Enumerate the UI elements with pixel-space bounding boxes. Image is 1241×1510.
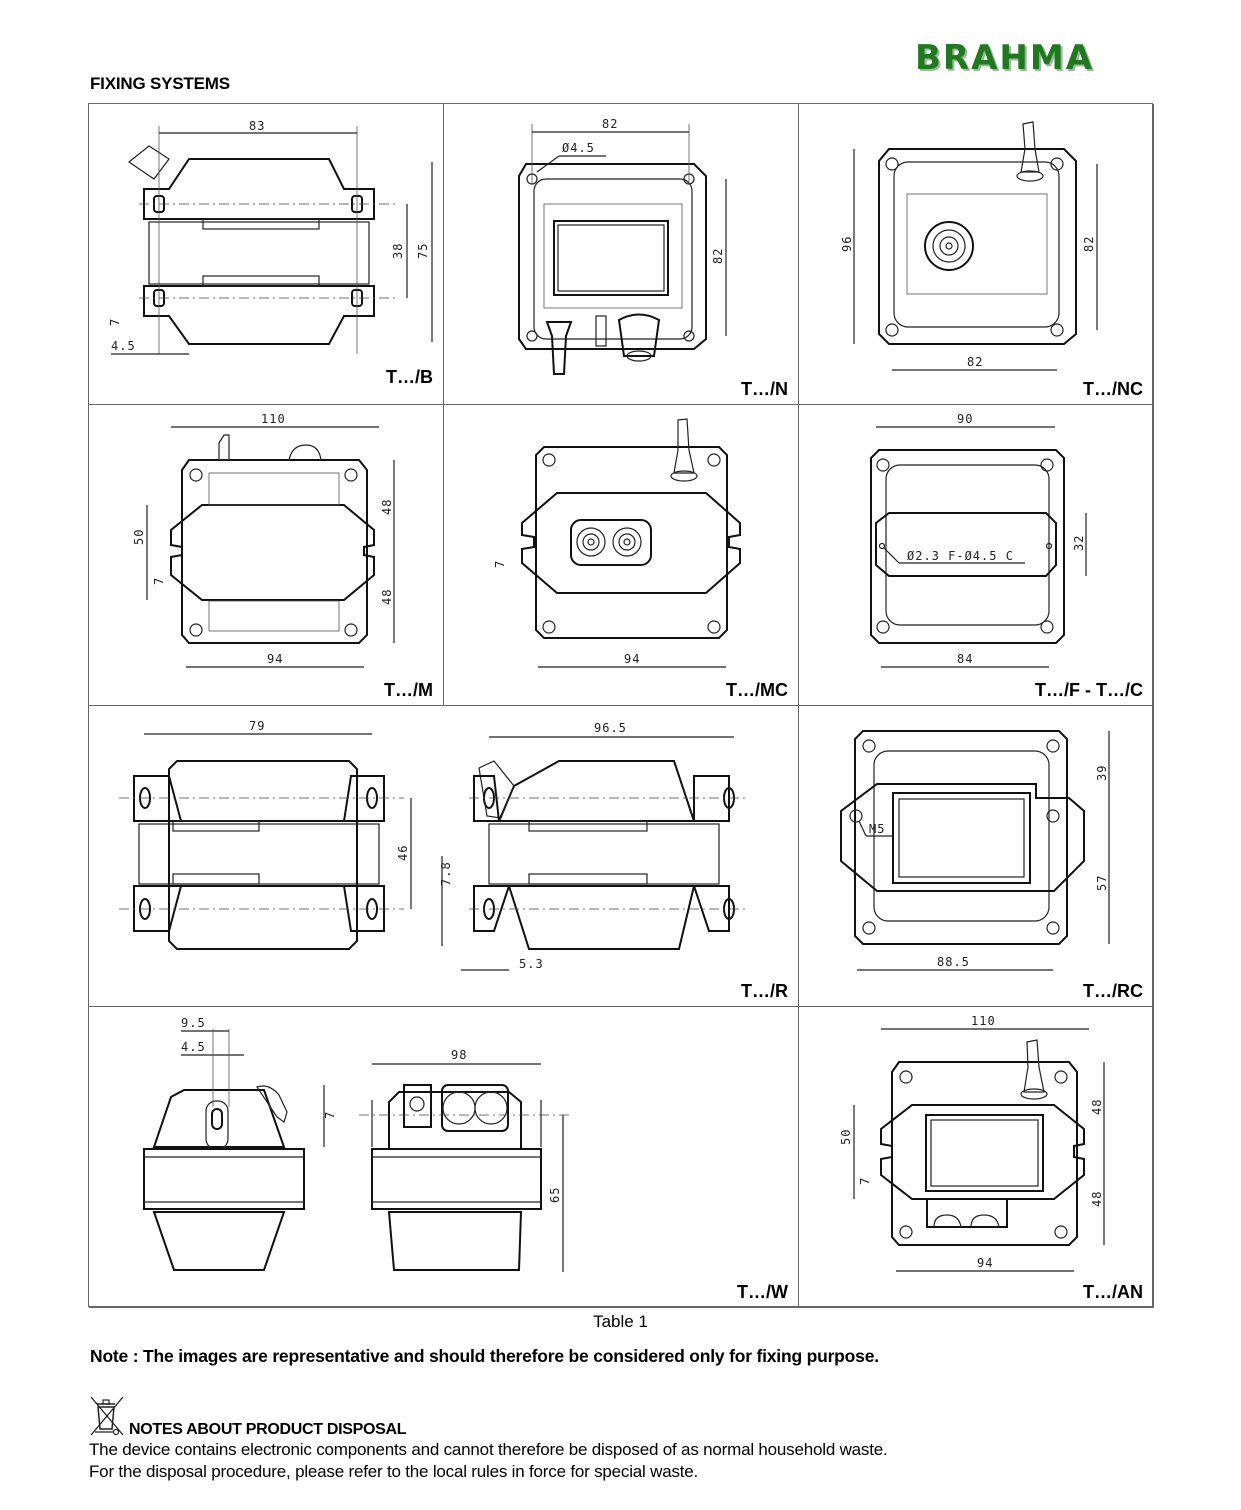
dim-slot: 7 xyxy=(858,1177,872,1185)
disposal-line-2: For the disposal procedure, please refer… xyxy=(89,1462,699,1481)
cell-t-b: 83 38 75 7 4.5 T…/B xyxy=(89,104,444,405)
dim-slot: 7 xyxy=(152,577,166,585)
cell-label: T…/AN xyxy=(1083,1282,1143,1302)
dim-width-top: 90 xyxy=(957,412,973,426)
dim-width-right: 96.5 xyxy=(594,721,627,735)
dim-height: 46 xyxy=(396,845,410,861)
cell-t-n: 82 Ø4.5 82 T…/N xyxy=(444,104,799,405)
dim-a: 9.5 xyxy=(181,1016,206,1030)
dim-center: 50 xyxy=(132,529,146,545)
drawing-t-r: 79 46 96.5 7.8 5.3 xyxy=(119,719,749,971)
dim-height: 75 xyxy=(416,243,430,259)
cell-label: T…/M xyxy=(384,680,433,700)
fixing-systems-table: 83 38 75 7 4.5 T…/B 82 xyxy=(88,103,1154,1308)
drawing-t-nc: 96 82 82 xyxy=(840,121,1098,371)
dim-width: 82 xyxy=(602,117,618,131)
dim-width-top: 110 xyxy=(971,1014,996,1028)
cell-label: T…/B xyxy=(386,367,433,387)
crossed-bin-icon xyxy=(90,1396,124,1436)
dim-lower: 57 xyxy=(1095,875,1109,891)
drawing-t-b: 83 38 75 7 4.5 xyxy=(108,119,433,355)
cell-t-nc: 96 82 82 T…/NC xyxy=(799,104,1154,405)
cell-t-rc: M5 39 57 88.5 T…/RC xyxy=(799,706,1154,1007)
cell-t-m: 110 48 48 50 7 94 T…/M xyxy=(89,405,444,706)
dim-lower: 48 xyxy=(1090,1191,1104,1207)
disposal-title: NOTES ABOUT PRODUCT DISPOSAL xyxy=(129,1421,407,1438)
dim-thread: M5 xyxy=(869,822,885,836)
brahma-logo: BRAHMA xyxy=(915,38,1095,78)
dim-width-bottom: 84 xyxy=(957,652,973,666)
dim-hole: Ø2.3 F-Ø4.5 C xyxy=(907,549,1014,563)
dim-width-left: 79 xyxy=(249,719,265,733)
drawing-t-w: 9.5 4.5 7 98 65 xyxy=(143,1016,569,1272)
note-text: Note : The images are representative and… xyxy=(90,1346,879,1366)
cell-label: T…/N xyxy=(741,379,788,399)
dim-height-inner: 82 xyxy=(1082,236,1096,252)
dim-upper: 48 xyxy=(1090,1099,1104,1115)
dim-height: 65 xyxy=(548,1187,562,1203)
dim-width: 83 xyxy=(249,119,265,133)
drawing-t-an: 110 48 48 50 7 94 xyxy=(839,1014,1105,1272)
dim-upper: 48 xyxy=(380,499,394,515)
dim-width-top: 110 xyxy=(261,412,286,426)
table-caption: Table 1 xyxy=(593,1312,648,1331)
cell-t-w: 9.5 4.5 7 98 65 T…/W xyxy=(89,1007,799,1308)
cell-t-mc: 7 94 T…/MC xyxy=(444,405,799,706)
cell-label: T…/F - T…/C xyxy=(1035,680,1143,700)
dim-slot: 7 xyxy=(323,1111,337,1119)
cell-t-f-c: Ø2.3 F-Ø4.5 C 90 32 84 T…/F - T…/C xyxy=(799,405,1154,706)
cell-t-an: 110 48 48 50 7 94 T…/AN xyxy=(799,1007,1154,1308)
dim-center: 50 xyxy=(839,1129,853,1145)
dim-offset: 5.3 xyxy=(519,957,544,971)
cell-label: T…/MC xyxy=(726,680,788,700)
dim-width: 98 xyxy=(451,1048,467,1062)
dim-width: 82 xyxy=(967,355,983,369)
dim-slot: 7 xyxy=(493,560,507,568)
dim-height: 32 xyxy=(1072,535,1086,551)
cell-label: T…/RC xyxy=(1083,981,1143,1001)
dim-width: 88.5 xyxy=(937,955,970,969)
dim-height-outer: 96 xyxy=(840,236,854,252)
drawing-t-f-c: Ø2.3 F-Ø4.5 C 90 32 84 xyxy=(870,412,1087,668)
drawing-t-rc: M5 39 57 88.5 xyxy=(840,730,1110,971)
drawing-t-mc: 7 94 xyxy=(493,418,741,668)
dim-slot: 7.8 xyxy=(439,861,453,886)
dim-inner: 38 xyxy=(391,243,405,259)
dim-slot: 7 xyxy=(108,318,122,326)
cell-label: T…/NC xyxy=(1083,379,1143,399)
disposal-line-1: The device contains electronic component… xyxy=(89,1440,888,1459)
dim-height: 82 xyxy=(711,248,725,264)
page-title: FIXING SYSTEMS xyxy=(90,74,230,93)
dim-width-bottom: 94 xyxy=(267,652,283,666)
dim-width: 94 xyxy=(624,652,640,666)
dim-lower: 48 xyxy=(380,589,394,605)
cell-t-r: 79 46 96.5 7.8 5.3 T…/R xyxy=(89,706,799,1007)
dim-offset: 4.5 xyxy=(111,339,136,353)
cell-label: T…/R xyxy=(741,981,788,1001)
dim-b: 4.5 xyxy=(181,1040,206,1054)
cell-label: T…/W xyxy=(737,1282,788,1302)
dim-upper: 39 xyxy=(1095,765,1109,781)
drawing-t-m: 110 48 48 50 7 94 xyxy=(132,412,395,668)
drawing-t-n: 82 Ø4.5 82 xyxy=(518,117,727,375)
dim-hole: Ø4.5 xyxy=(562,141,595,155)
dim-width-bottom: 94 xyxy=(977,1256,993,1270)
